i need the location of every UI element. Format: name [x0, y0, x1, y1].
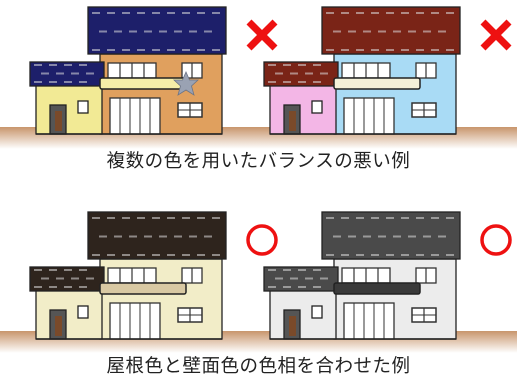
annex-wall	[269, 84, 337, 135]
house-top-right	[263, 6, 512, 135]
balcony	[333, 77, 421, 90]
annex-wall	[35, 84, 103, 135]
annex-window	[311, 100, 323, 114]
balcony	[333, 282, 421, 295]
annex-window	[77, 100, 89, 114]
caption-bad-example: 複数の色を用いたバランスの悪い例	[106, 151, 411, 172]
house-bottom-right	[263, 211, 512, 340]
balcony	[99, 282, 187, 295]
main-roof	[321, 6, 461, 55]
caption-good-example: 屋根色と壁面色の色相を合わせた例	[106, 356, 411, 377]
annex-window	[311, 305, 323, 319]
house-top-left	[29, 6, 278, 135]
annex-wall	[269, 289, 337, 340]
cross-icon	[480, 19, 512, 51]
cross-icon	[246, 19, 278, 51]
house-bottom-left	[29, 211, 278, 340]
main-roof	[87, 211, 227, 260]
circle-icon	[246, 224, 278, 256]
main-roof	[321, 211, 461, 260]
annex-wall	[35, 289, 103, 340]
annex-window	[77, 305, 89, 319]
circle-icon	[480, 224, 512, 256]
star-icon	[172, 71, 200, 96]
main-roof	[87, 6, 227, 55]
